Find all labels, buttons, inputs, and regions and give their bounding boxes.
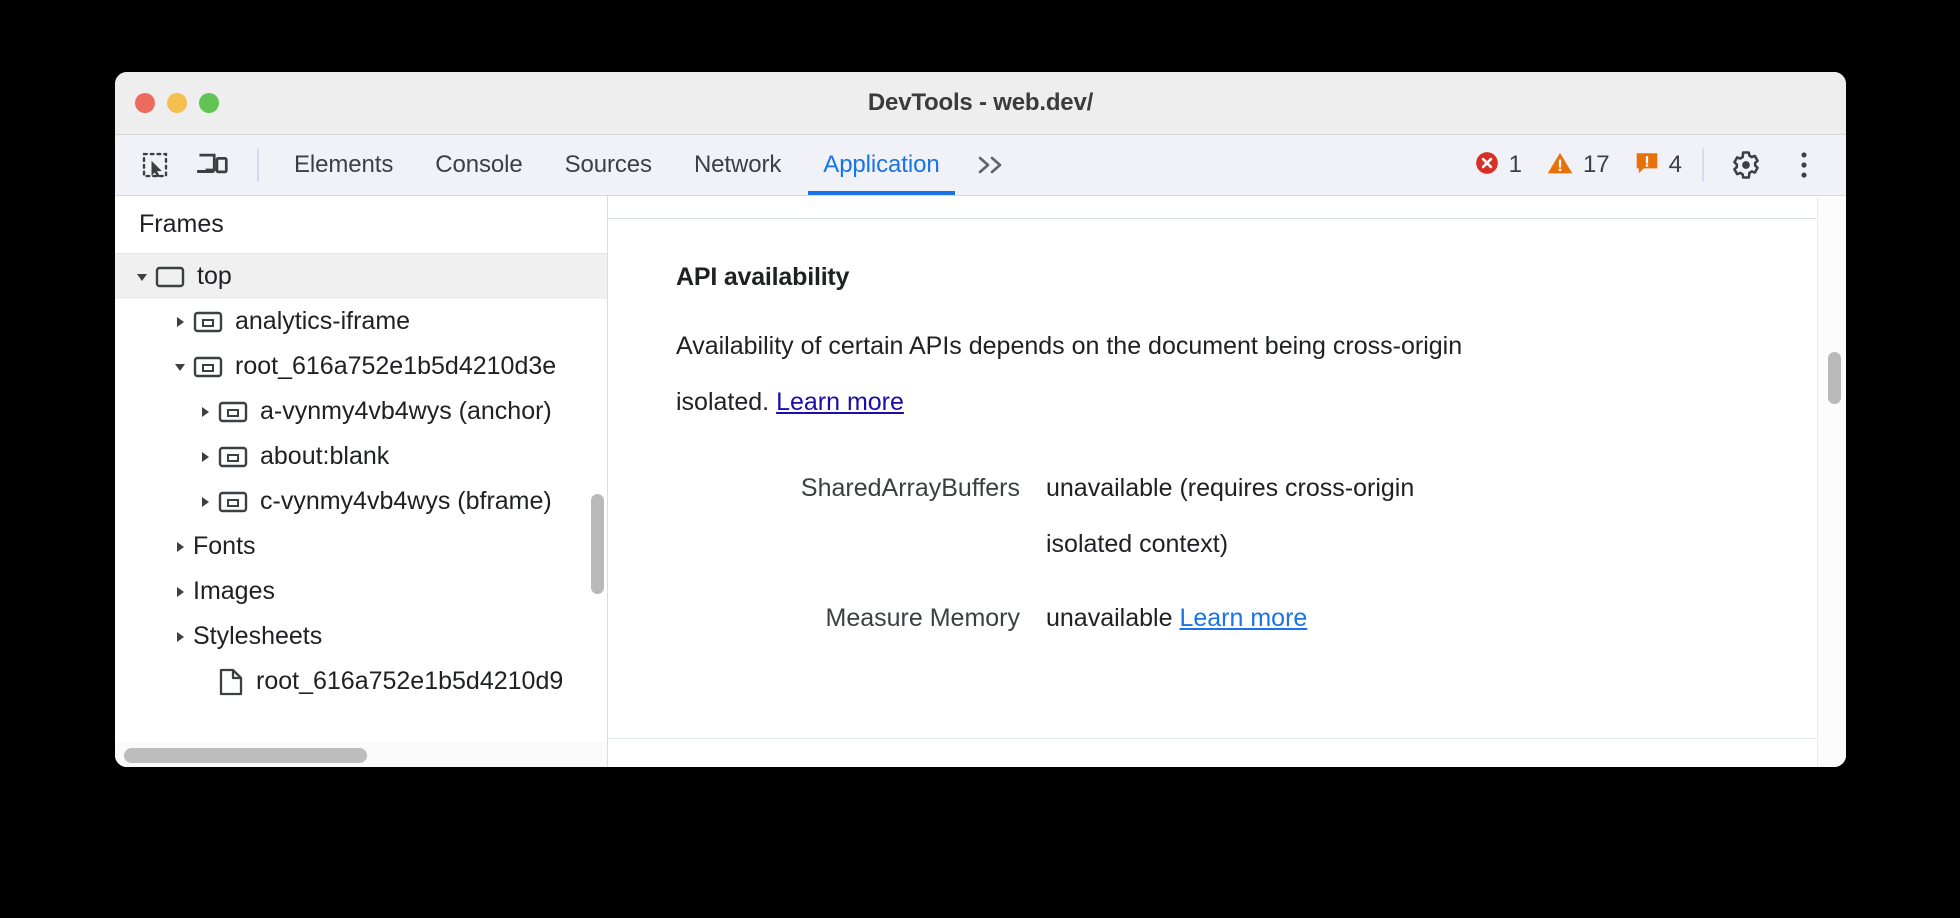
devtools-body: Frames top (115, 196, 1846, 767)
window-titlebar: DevTools - web.dev/ (115, 72, 1846, 135)
error-icon (1474, 150, 1500, 181)
row-value: unavailable (1046, 604, 1173, 632)
row-key: SharedArrayBuffers (800, 474, 1020, 502)
tree-item-label: Fonts (193, 532, 256, 560)
issue-count: 4 (1668, 151, 1682, 178)
row-value-group: unavailable (requires cross-origin isola… (1046, 460, 1476, 572)
sidebar-vertical-scrollbar[interactable] (591, 494, 604, 594)
tab-sources[interactable]: Sources (564, 151, 652, 178)
api-availability-section: API availability Availability of certain… (608, 263, 1846, 646)
devtools-window: DevTools - web.dev/ Elements Console Sou… (115, 72, 1846, 767)
tree-item-root-frame[interactable]: root_616a752e1b5d4210d3e (115, 344, 607, 389)
tree-item-label: a-vynmy4vb4wys (anchor) (260, 397, 552, 425)
minimize-window-button[interactable] (167, 93, 187, 113)
error-indicator[interactable]: 1 (1462, 150, 1534, 181)
sidebar-horizontal-scrollbar[interactable] (124, 748, 367, 763)
inspect-element-icon[interactable] (129, 143, 181, 187)
devtools-toolbar: Elements Console Sources Network Applica… (115, 135, 1846, 196)
tree-item-analytics-iframe[interactable]: analytics-iframe (115, 299, 607, 344)
frame-icon (155, 265, 185, 289)
tree-item-label: top (197, 262, 232, 290)
tree-item-stylesheets[interactable]: Stylesheets (115, 614, 607, 659)
tree-item-images[interactable]: Images (115, 569, 607, 614)
row-key: Measure Memory (825, 604, 1021, 632)
row-value-group: unavailable Learn more (1046, 590, 1307, 646)
tree-item-about-blank[interactable]: about:blank (115, 434, 607, 479)
tab-elements[interactable]: Elements (294, 151, 394, 178)
warning-count: 17 (1582, 151, 1610, 178)
tree-item-label: Stylesheets (193, 622, 323, 650)
tree-item-label: about:blank (260, 442, 390, 470)
iframe-icon (193, 310, 223, 334)
iframe-icon (193, 355, 223, 379)
tree-item-label: c-vynmy4vb4wys (bframe) (260, 487, 552, 515)
tree-item-label: root_616a752e1b5d4210d3e (235, 352, 557, 380)
row-shared-array-buffers: SharedArrayBuffers unavailable (requires… (676, 460, 1846, 572)
iframe-icon (218, 490, 248, 514)
tree-item-fonts[interactable]: Fonts (115, 524, 607, 569)
toolbar-divider (257, 148, 259, 182)
row-note: (requires cross-origin isolated context) (1046, 474, 1415, 558)
iframe-icon (218, 445, 248, 469)
status-indicators: 1 17 (1462, 143, 1846, 187)
panel-top-spacer (608, 196, 1846, 218)
chevron-right-icon[interactable] (192, 404, 218, 420)
chevron-down-icon[interactable] (129, 269, 155, 285)
section-description: Availability of certain APIs depends on … (676, 318, 1476, 430)
sidebar-title: Frames (115, 196, 607, 254)
traffic-lights (135, 93, 219, 113)
tab-application[interactable]: Application (802, 135, 960, 195)
panel-divider-top (608, 218, 1846, 219)
three-dot-menu-icon[interactable] (1778, 143, 1830, 187)
chevron-right-icon[interactable] (167, 629, 193, 645)
document-icon (218, 668, 244, 696)
tree-item-label: Images (193, 577, 275, 605)
error-count: 1 (1508, 151, 1522, 178)
section-heading: API availability (676, 263, 850, 291)
tree-item-label: root_616a752e1b5d4210d9 (256, 667, 564, 695)
tab-console[interactable]: Console (435, 151, 523, 178)
frame-details-panel: API availability Availability of certain… (608, 196, 1846, 767)
chevron-right-icon[interactable] (167, 314, 193, 330)
tree-item-top[interactable]: top (115, 254, 607, 299)
issue-icon (1634, 150, 1660, 181)
tree-item-label: analytics-iframe (235, 307, 411, 335)
row-value: unavailable (1046, 474, 1173, 502)
chevron-right-icon[interactable] (192, 449, 218, 465)
status-divider (1702, 148, 1704, 182)
warning-icon (1546, 150, 1574, 181)
gear-icon[interactable] (1720, 143, 1772, 187)
chevron-down-icon[interactable] (167, 359, 193, 375)
tab-network[interactable]: Network (693, 151, 782, 178)
row-measure-memory: Measure Memory unavailable Learn more (676, 590, 1846, 646)
learn-more-link-intro[interactable]: Learn more (776, 388, 904, 416)
window-title: DevTools - web.dev/ (867, 89, 1094, 116)
panel-scrollbar-track[interactable] (1817, 196, 1846, 767)
panel-divider-bottom (608, 738, 1818, 739)
sidebar-horizontal-scrollbar-track[interactable] (115, 742, 607, 767)
learn-more-link-measure-memory[interactable]: Learn more (1179, 604, 1308, 632)
frames-sidebar: Frames top (115, 196, 608, 767)
chevron-right-icon[interactable] (167, 584, 193, 600)
maximize-window-button[interactable] (199, 93, 219, 113)
description-text: Availability of certain APIs depends on … (676, 332, 1463, 416)
tree-item-anchor-frame[interactable]: a-vynmy4vb4wys (anchor) (115, 389, 607, 434)
frames-tree: top analytics-iframe (115, 254, 607, 704)
tree-item-bframe[interactable]: c-vynmy4vb4wys (bframe) (115, 479, 607, 524)
close-window-button[interactable] (135, 93, 155, 113)
issue-indicator[interactable]: 4 (1622, 150, 1694, 181)
panel-vertical-scrollbar[interactable] (1828, 352, 1841, 404)
iframe-icon (218, 400, 248, 424)
chevron-right-icon[interactable] (167, 539, 193, 555)
chevron-right-icon[interactable] (192, 494, 218, 510)
warning-indicator[interactable]: 17 (1534, 150, 1622, 181)
tree-item-stylesheet-file[interactable]: root_616a752e1b5d4210d9 (115, 659, 607, 704)
device-toolbar-icon[interactable] (187, 143, 239, 187)
more-tabs-icon[interactable] (961, 135, 1023, 195)
